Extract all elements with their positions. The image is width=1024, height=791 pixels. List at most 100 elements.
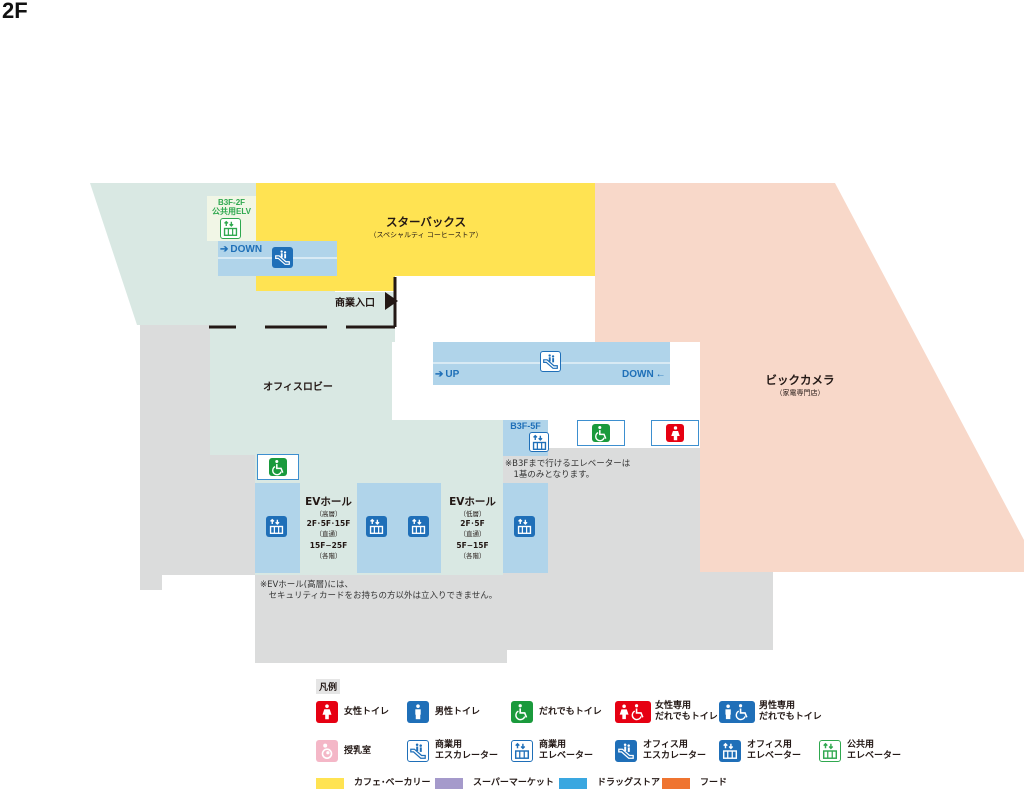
bic-camera-name: ビックカメラ bbox=[765, 373, 835, 387]
food-swatch bbox=[662, 778, 690, 789]
legend-label: 商業用 エスカレーター bbox=[435, 740, 499, 761]
starbucks-sub: （スペシャルティ コーヒーストア） bbox=[369, 231, 483, 239]
center-escalator-down-text: DOWN bbox=[622, 369, 654, 380]
accessible-toilet-icon bbox=[269, 458, 287, 476]
commercial-escalator-icon[interactable] bbox=[540, 351, 561, 372]
ev-hall-high-floors-direct: 2F･5F･15F bbox=[306, 519, 351, 528]
ev-hall-low-direct-note: （直通） bbox=[459, 530, 486, 538]
public-elevator-label: B3F-2F 公共用ELV bbox=[207, 198, 256, 216]
office-elevator-icon bbox=[719, 740, 741, 762]
legend-label: 女性専用 だれでもトイレ bbox=[655, 701, 718, 722]
arrow-right-icon: ➔ bbox=[220, 244, 229, 255]
legend-item-nursing-room: 授乳室 bbox=[316, 740, 371, 762]
legend-category-cafe: カフェ･ベーカリー bbox=[316, 778, 431, 789]
supermarket-swatch bbox=[435, 778, 463, 789]
accessible-toilet-location-2[interactable] bbox=[257, 454, 299, 480]
female-toilet-icon bbox=[666, 424, 684, 442]
left-escalator-direction: ➔DOWN bbox=[220, 244, 262, 255]
ev-hall-low-each-note: （各階） bbox=[459, 552, 486, 560]
accessible-toilet-icon bbox=[592, 424, 610, 442]
legend-category-label: スーパーマーケット bbox=[473, 778, 554, 788]
ev-hall-high-direct-note: （直通） bbox=[315, 530, 342, 538]
accessible-toilet-icon bbox=[511, 701, 533, 723]
ev-hall-low: EVホール （低層） 2F･5F （直通） 5F−15F （各階） bbox=[444, 494, 501, 561]
legend-category-food: フード bbox=[662, 778, 727, 789]
b3f-elevator-note: ※B3Fまで行けるエレベーターは 1基のみとなります。 bbox=[505, 459, 631, 480]
center-escalator-down: DOWN← bbox=[622, 369, 666, 380]
ev-hall-low-floors-each: 5F−15F bbox=[456, 541, 489, 550]
legend-label: だれでもトイレ bbox=[539, 706, 602, 717]
office-elevator-icon[interactable] bbox=[514, 516, 535, 537]
female-toilet-location[interactable] bbox=[651, 420, 699, 446]
ev-hall-high-each-note: （各階） bbox=[315, 552, 342, 560]
public-elevator-type: 公共用ELV bbox=[212, 207, 251, 216]
arrow-right-icon: ➔ bbox=[435, 369, 444, 380]
floor-label: 2F bbox=[2, 0, 28, 23]
bic-camera-label: ビックカメラ （家電専門店） bbox=[740, 372, 860, 398]
public-elevator-icon bbox=[819, 740, 841, 762]
legend-item-accessible-toilet: だれでもトイレ bbox=[511, 701, 602, 723]
public-elevator-icon[interactable] bbox=[220, 218, 241, 239]
drugstore-swatch bbox=[559, 778, 587, 789]
office-elevator-icon[interactable] bbox=[266, 516, 287, 537]
legend-label: 男性専用 だれでもトイレ bbox=[759, 701, 822, 722]
legend-item-commercial-escalator: 商業用 エスカレーター bbox=[407, 740, 498, 762]
legend-category-label: カフェ･ベーカリー bbox=[354, 778, 431, 788]
ev-hall-high: EVホール （高層） 2F･5F･15F （直通） 15F−25F （各階） bbox=[300, 494, 357, 561]
left-escalator-direction-text: DOWN bbox=[230, 244, 263, 255]
commercial-elevator-icon bbox=[511, 740, 533, 762]
starbucks-name: スターバックス bbox=[385, 215, 467, 229]
legend-item-commercial-elevator: 商業用 エレベーター bbox=[511, 740, 593, 762]
corridor bbox=[395, 276, 595, 342]
legend-label: 女性トイレ bbox=[344, 706, 390, 717]
legend-label: 男性トイレ bbox=[435, 706, 481, 717]
cafe-swatch bbox=[316, 778, 344, 789]
legend-item-male-accessible-toilet: 男性専用 だれでもトイレ bbox=[719, 701, 822, 723]
center-escalator-up-text: UP bbox=[445, 369, 460, 380]
common-area-gray-bottom bbox=[192, 437, 256, 575]
female-toilet-icon bbox=[316, 701, 338, 723]
legend-title: 凡例 bbox=[316, 679, 341, 694]
legend-label: オフィス用 エスカレーター bbox=[643, 740, 707, 761]
starbucks-label: スターバックス （スペシャルティ コーヒーストア） bbox=[356, 214, 496, 240]
arrow-left-icon: ← bbox=[655, 369, 666, 380]
legend-category-label: ドラッグストア bbox=[597, 778, 661, 788]
commercial-escalator-icon bbox=[407, 740, 429, 762]
legend-label: 公共用 エレベーター bbox=[847, 740, 902, 761]
bic-camera-area bbox=[595, 183, 1024, 572]
nursing-room-icon bbox=[316, 740, 338, 762]
public-elevator-range: B3F-2F bbox=[217, 198, 246, 207]
ev-hall-high-floors-each: 15F−25F bbox=[309, 541, 348, 550]
male-toilet-icon bbox=[407, 701, 429, 723]
common-area-gray-left bbox=[140, 320, 210, 575]
bic-camera-sub: （家電専門店） bbox=[775, 389, 825, 397]
legend-item-office-escalator: オフィス用 エスカレーター bbox=[615, 740, 706, 762]
commercial-elevator-icon[interactable] bbox=[529, 432, 549, 452]
legend-item-public-elevator: 公共用 エレベーター bbox=[819, 740, 901, 762]
office-elevator-icon[interactable] bbox=[366, 516, 387, 537]
office-elevator-icon[interactable] bbox=[408, 516, 429, 537]
ev-hall-low-floors-direct: 2F･5F bbox=[460, 519, 485, 528]
legend-category-drugstore: ドラッグストア bbox=[559, 778, 660, 789]
center-escalator-up: ➔UP bbox=[435, 369, 459, 380]
office-lobby-label: オフィスロビー bbox=[263, 382, 333, 393]
accessible-toilet-location[interactable] bbox=[577, 420, 625, 446]
entrance-arrow bbox=[385, 292, 398, 310]
ev-hall-security-note: ※EVホール(高層)には、 セキュリティカードをお持ちの方以外は立入りできません… bbox=[260, 580, 498, 601]
b3f-5f-elevator-label: B3F-5F bbox=[510, 421, 541, 431]
legend-label: 授乳室 bbox=[344, 745, 372, 756]
legend-item-female-toilet: 女性トイレ bbox=[316, 701, 389, 723]
ev-hall-high-name: EVホール bbox=[305, 496, 352, 508]
female-accessible-toilet-icon bbox=[615, 701, 651, 723]
ev-hall-high-type: （高層） bbox=[315, 510, 342, 518]
legend-category-supermarket: スーパーマーケット bbox=[435, 778, 554, 789]
legend-item-male-toilet: 男性トイレ bbox=[407, 701, 480, 723]
legend-label: オフィス用 エレベーター bbox=[747, 740, 802, 761]
ev-hall-low-type: （低層） bbox=[459, 510, 486, 518]
legend-item-office-elevator: オフィス用 エレベーター bbox=[719, 740, 801, 762]
office-escalator-icon bbox=[615, 740, 637, 762]
ev-hall-low-name: EVホール bbox=[449, 496, 496, 508]
office-escalator-icon[interactable] bbox=[272, 247, 293, 268]
commercial-entrance-label[interactable]: 商業入口 bbox=[335, 298, 375, 309]
